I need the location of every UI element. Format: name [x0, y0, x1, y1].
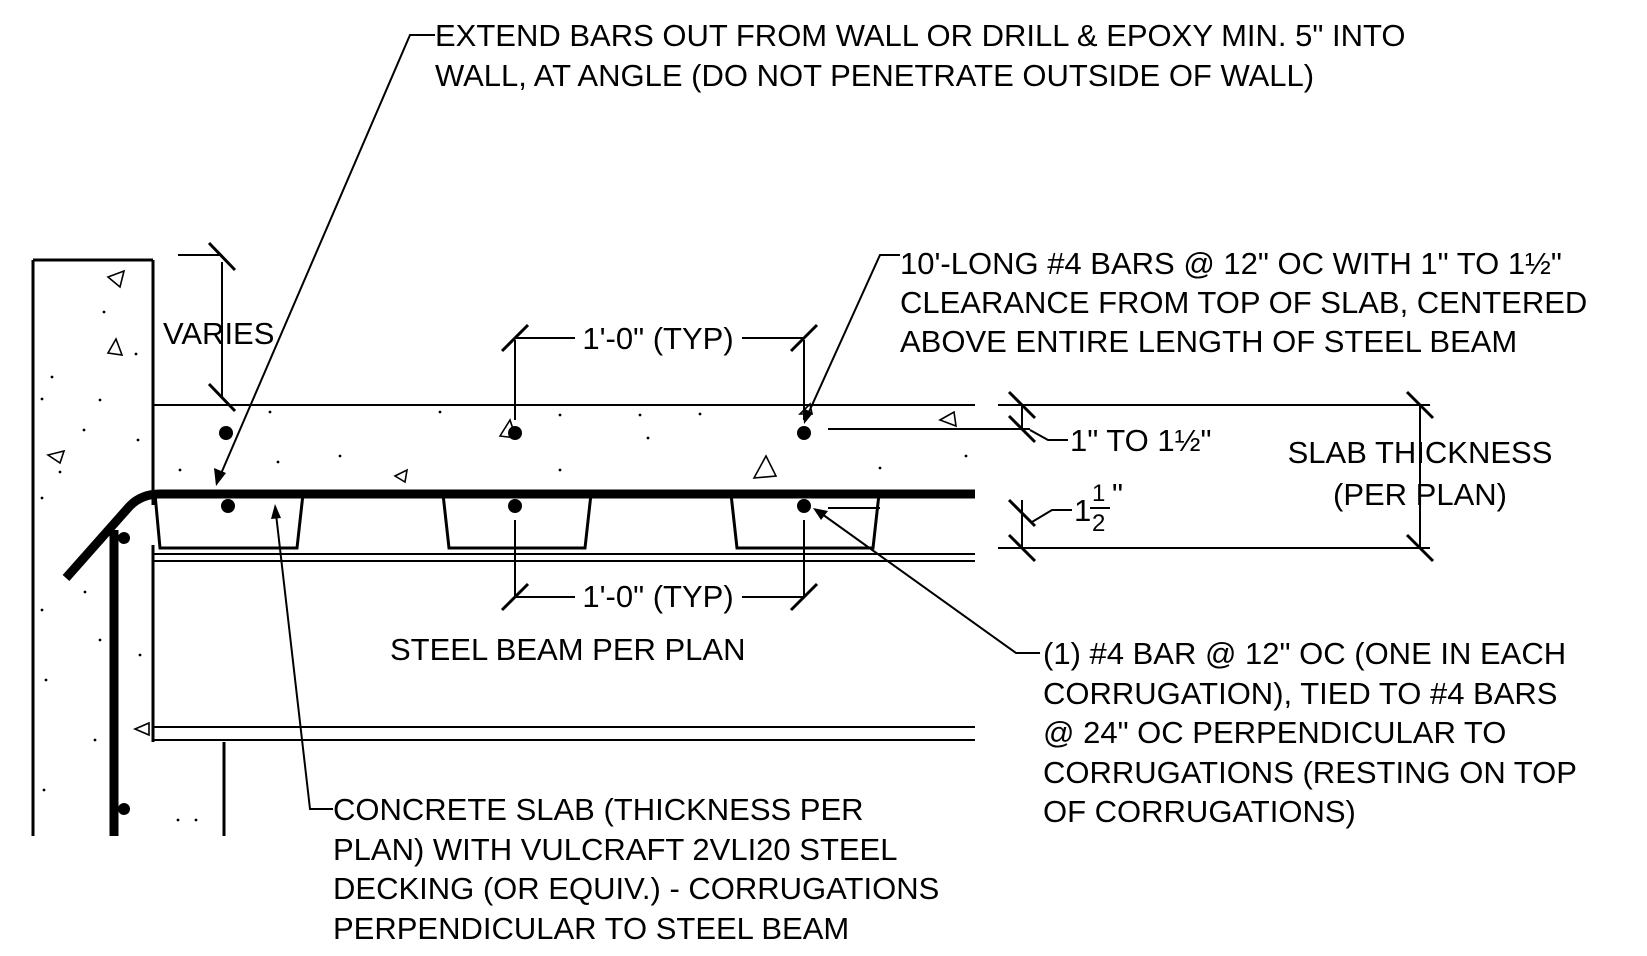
note-slab-line-2: PLAN) WITH VULCRAFT 2VLI20 STEEL: [333, 832, 897, 867]
steel-beam: [153, 553, 975, 741]
dimension-slab-thickness: [998, 390, 1435, 563]
note-wall-bars-line-2: WALL, AT ANGLE (DO NOT PENETRATE OUTSIDE…: [435, 58, 1314, 93]
dimension-label-spacing-bottom: 1'-0" (TYP): [582, 579, 733, 614]
concrete-wall: [31, 258, 226, 836]
dimension-spacing-bottom: [500, 520, 819, 612]
note-top-bars-line-3: ABOVE ENTIRE LENGTH OF STEEL BEAM: [900, 324, 1517, 359]
note-corrugation-bars-line-4: CORRUGATIONS (RESTING ON TOP: [1043, 755, 1577, 790]
deck-depth-whole: 1: [1074, 493, 1091, 528]
rebar-corrugation: [221, 499, 811, 513]
leader-wall-bars: [214, 34, 435, 486]
leader-slab: [271, 504, 333, 810]
dimension-label-clearance: 1" TO 1½": [1070, 423, 1212, 458]
note-corrugation-bars-line-5: OF CORRUGATIONS): [1043, 794, 1356, 829]
deck-depth-numerator: 1: [1092, 480, 1105, 507]
note-slab-line-3: DECKING (OR EQUIV.) - CORRUGATIONS: [333, 871, 939, 906]
dimension-label-varies: VARIES: [163, 316, 274, 351]
leader-corrugation-bars: [813, 508, 1040, 654]
dimension-label-spacing-top: 1'-0" (TYP): [582, 321, 733, 356]
note-corrugation-bars-line-2: CORRUGATION), TIED TO #4 BARS: [1043, 676, 1557, 711]
dimension-varies: [178, 241, 237, 413]
dimension-deck-depth: [828, 498, 1072, 563]
note-corrugation-bars-line-1: (1) #4 BAR @ 12" OC (ONE IN EACH: [1043, 636, 1566, 671]
dimension-label-slab-thickness-line-2: (PER PLAN): [1333, 477, 1507, 512]
note-top-bars-line-1: 10'-LONG #4 BARS @ 12" OC WITH 1" TO 1½": [900, 246, 1562, 281]
concrete-aggregate: [40, 269, 968, 822]
dimension-spacing-top: [500, 323, 819, 420]
dimension-label-deck-depth: 1 1 2 ": [1074, 477, 1123, 537]
dimension-clearance: [828, 390, 1068, 444]
note-corrugation-bars-line-3: @ 24" OC PERPENDICULAR TO: [1043, 715, 1506, 750]
wall-dowel-bar: [109, 530, 130, 836]
deck-depth-denominator: 2: [1092, 510, 1105, 537]
deck-depth-unit: ": [1112, 477, 1123, 512]
dimension-label-slab-thickness-line-1: SLAB THICKNESS: [1288, 435, 1553, 470]
note-slab-line-1: CONCRETE SLAB (THICKNESS PER: [333, 792, 864, 827]
note-top-bars-line-2: CLEARANCE FROM TOP OF SLAB, CENTERED: [900, 285, 1587, 320]
note-wall-bars-line-1: EXTEND BARS OUT FROM WALL OR DRILL & EPO…: [435, 18, 1405, 53]
note-slab-line-4: PERPENDICULAR TO STEEL BEAM: [333, 911, 849, 946]
leader-top-bars: [803, 254, 900, 424]
note-steel-beam: STEEL BEAM PER PLAN: [390, 632, 745, 667]
